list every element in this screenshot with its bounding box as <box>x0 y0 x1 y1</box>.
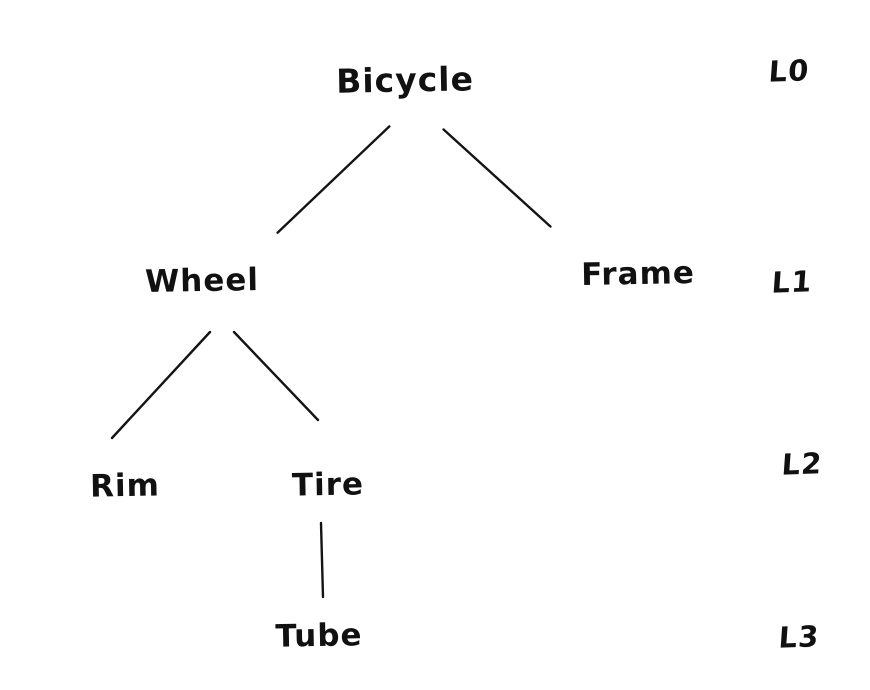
level-label-l0: L0 <box>767 53 811 89</box>
edge-wheel-tire <box>232 330 320 422</box>
node-wheel: Wheel <box>144 262 260 300</box>
edge-tire-tube <box>319 521 325 599</box>
node-rim: Rim <box>89 467 161 505</box>
edge-wheel-rim <box>110 330 212 440</box>
node-tire: Tire <box>291 466 365 504</box>
node-tube: Tube <box>275 617 363 655</box>
edge-bicycle-frame <box>442 128 552 228</box>
level-label-l2: L2 <box>780 446 824 482</box>
level-label-l3: L3 <box>777 619 821 655</box>
edge-bicycle-wheel <box>276 125 391 234</box>
node-frame: Frame <box>580 255 696 293</box>
level-label-l1: L1 <box>770 264 814 300</box>
node-bicycle: Bicycle <box>335 59 475 101</box>
